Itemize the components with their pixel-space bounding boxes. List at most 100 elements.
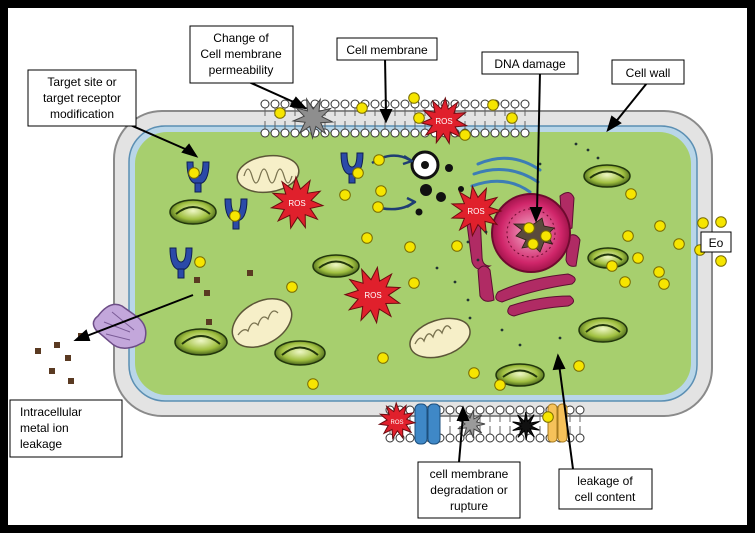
svg-text:rupture: rupture <box>450 499 488 513</box>
label-cell-wall: Cell wall <box>611 59 685 85</box>
receptor <box>169 247 193 279</box>
ros-burst: ROS <box>343 265 402 325</box>
label-degradation: cell membrane degradation or rupture <box>417 461 521 519</box>
speck <box>596 156 600 160</box>
label-metal-leakage: Intracellular metal ion leakage <box>9 399 123 458</box>
label-target-site: Target site or target receptor modificat… <box>27 69 137 127</box>
nanoparticle <box>619 276 631 288</box>
membrane-damage-grey-top <box>291 97 335 140</box>
speck <box>538 162 542 166</box>
speck <box>468 316 472 320</box>
nanoparticle <box>229 210 241 222</box>
metal-ion <box>204 290 210 296</box>
nanoparticle <box>188 167 200 179</box>
nanoparticle <box>542 411 554 423</box>
target-receptors <box>169 152 364 279</box>
metal-ion <box>206 319 212 325</box>
mitochondrion-cream <box>231 298 293 348</box>
ros-burst: ROS <box>419 96 469 145</box>
nanoparticle <box>468 367 480 379</box>
nanoparticle <box>413 112 425 124</box>
nanoparticle <box>408 277 420 289</box>
svg-text:modification: modification <box>50 107 114 121</box>
svg-text:leakage of: leakage of <box>577 474 633 488</box>
label-permeability: Change of Cell membrane permeability <box>189 25 294 84</box>
mitochondrion-green <box>274 340 326 366</box>
speck <box>453 280 457 284</box>
cytoplasm-specks <box>435 142 600 347</box>
svg-text:cell membrane: cell membrane <box>430 467 509 481</box>
nanoparticle <box>673 238 685 250</box>
membrane-damage-black <box>512 411 540 441</box>
ros-burst: ROS <box>450 184 503 238</box>
label-cell-membrane: Cell membrane <box>336 37 438 61</box>
svg-text:cell content: cell content <box>575 490 636 504</box>
metal-ion <box>247 270 253 276</box>
nanoparticle <box>451 240 463 252</box>
mitochondrion-green <box>495 363 545 387</box>
svg-text:Intracellular: Intracellular <box>20 405 82 419</box>
speck <box>435 266 439 270</box>
nanoparticle <box>715 255 727 267</box>
nanoparticles <box>188 92 727 423</box>
nanoparticle <box>494 379 506 391</box>
ros-group: ROS ROS ROS ROS ROS <box>269 96 503 441</box>
speck <box>476 258 480 262</box>
svg-text:Cell membrane: Cell membrane <box>346 43 428 57</box>
svg-text:Target site or: Target site or <box>47 75 116 89</box>
speck <box>466 240 470 244</box>
nanoparticle <box>375 185 387 197</box>
nanoparticle <box>356 102 368 114</box>
ros-label: ROS <box>435 117 452 126</box>
nanoparticle <box>658 278 670 290</box>
metal-ion <box>68 378 74 384</box>
mitochondrion-green <box>583 164 631 188</box>
ros-burst: ROS <box>377 401 417 441</box>
svg-text:degradation or: degradation or <box>430 483 507 497</box>
svg-text:metal ion: metal ion <box>20 421 69 435</box>
nanoparticle <box>573 360 585 372</box>
membrane-channel-protein <box>414 403 441 445</box>
ros-label: ROS <box>467 207 484 216</box>
callout-arrows <box>73 57 648 470</box>
nanoparticle <box>523 222 535 234</box>
nanoparticle <box>372 201 384 213</box>
mitochondrion-green <box>174 328 228 356</box>
label-content-leakage: leakage of cell content <box>558 468 653 510</box>
nanoparticle <box>286 281 298 293</box>
svg-text:DNA damage: DNA damage <box>494 57 566 71</box>
label-eo: Eo <box>700 231 732 253</box>
ros-label: ROS <box>390 420 403 426</box>
svg-text:Cell wall: Cell wall <box>626 66 671 80</box>
ros-label: ROS <box>288 199 305 208</box>
nanoparticle <box>459 129 471 141</box>
svg-text:Change of: Change of <box>213 31 269 45</box>
mitochondrion-green <box>312 254 360 278</box>
ros-burst: ROS <box>269 175 325 230</box>
ion-efflux-pump <box>92 303 147 349</box>
nanoparticle <box>487 99 499 111</box>
svg-text:permeability: permeability <box>209 63 274 77</box>
label-dna-damage: DNA damage <box>481 51 579 75</box>
nanoparticle <box>632 252 644 264</box>
nanoparticle <box>653 266 665 278</box>
speck <box>586 148 590 152</box>
mitochondrion-green <box>578 317 628 343</box>
metal-ion <box>194 277 200 283</box>
nanoparticle <box>606 260 618 272</box>
nanoparticle <box>352 167 364 179</box>
nanoparticle <box>373 154 385 166</box>
svg-text:Cell membrane: Cell membrane <box>200 47 282 61</box>
nanoparticle <box>527 238 539 250</box>
golgi-apparatus <box>470 156 542 194</box>
svg-text:target receptor: target receptor <box>43 91 121 105</box>
svg-text:Eo: Eo <box>709 236 724 250</box>
speck <box>466 298 470 302</box>
nanoparticle <box>194 256 206 268</box>
metal-ion <box>35 348 41 354</box>
nanoparticle <box>506 112 518 124</box>
nanoparticle <box>377 352 389 364</box>
nanoparticle <box>404 241 416 253</box>
